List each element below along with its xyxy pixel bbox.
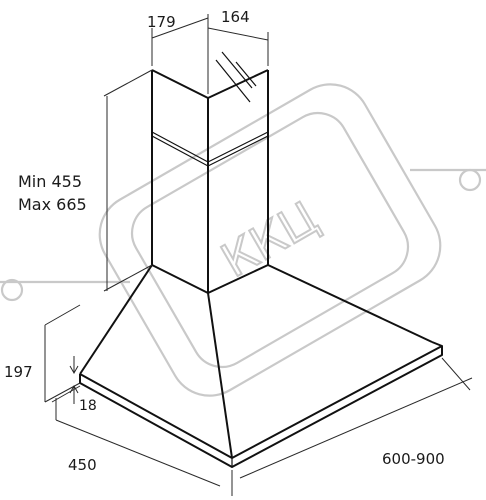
dim-hood-width: 600-900 [239, 357, 473, 479]
dim-total-height: Min 455 Max 665 [18, 69, 153, 292]
dim-hood-depth: 450 [51, 385, 233, 496]
chimney [151, 51, 269, 293]
label-height-max: Max 665 [18, 195, 87, 214]
label-height-min: Min 455 [18, 172, 82, 191]
label-hood-width: 600-900 [382, 450, 445, 468]
label-chimney-width: 179 [147, 13, 176, 31]
dim-rim-thickness: 18 [69, 356, 97, 414]
dim-chimney-depth: 164 [207, 8, 269, 66]
watermark-logo: ККЦ [0, 83, 486, 397]
canopy [79, 264, 443, 468]
watermark-text: ККЦ [212, 190, 326, 287]
label-chimney-depth: 164 [221, 8, 250, 26]
label-hood-depth: 450 [68, 456, 97, 474]
label-canopy-height: 197 [4, 363, 33, 381]
label-rim-thickness: 18 [79, 398, 97, 414]
dim-canopy-height: 197 [4, 304, 81, 403]
dim-chimney-width: 179 [147, 13, 209, 94]
